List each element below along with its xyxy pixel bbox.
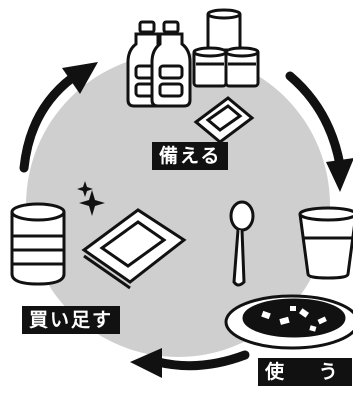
curry-plate-icon	[224, 294, 353, 350]
arrow-top-right	[285, 71, 345, 170]
arrow-left	[19, 73, 77, 173]
cycle-arrow-icon	[19, 71, 345, 371]
sparkle-icon	[77, 181, 105, 216]
arrow-head-bottom	[130, 348, 162, 378]
retort-pouch-large-icon	[81, 208, 187, 290]
spoon-icon	[229, 200, 255, 287]
water-bottles-icon	[126, 20, 192, 108]
canned-goods-icon	[192, 8, 260, 88]
label-stock: 備える	[152, 142, 229, 170]
cup-icon	[298, 206, 353, 280]
background-circle	[26, 53, 330, 357]
can-icon	[10, 202, 66, 286]
retort-pouch-icon	[193, 96, 255, 144]
arrow-head-right	[326, 158, 353, 192]
arrow-head-left	[62, 62, 98, 94]
arrow-bottom	[153, 350, 250, 371]
label-buy-more: 買い足す	[22, 306, 121, 334]
label-use: 使 う	[258, 358, 352, 386]
arrow-heads	[62, 62, 353, 378]
